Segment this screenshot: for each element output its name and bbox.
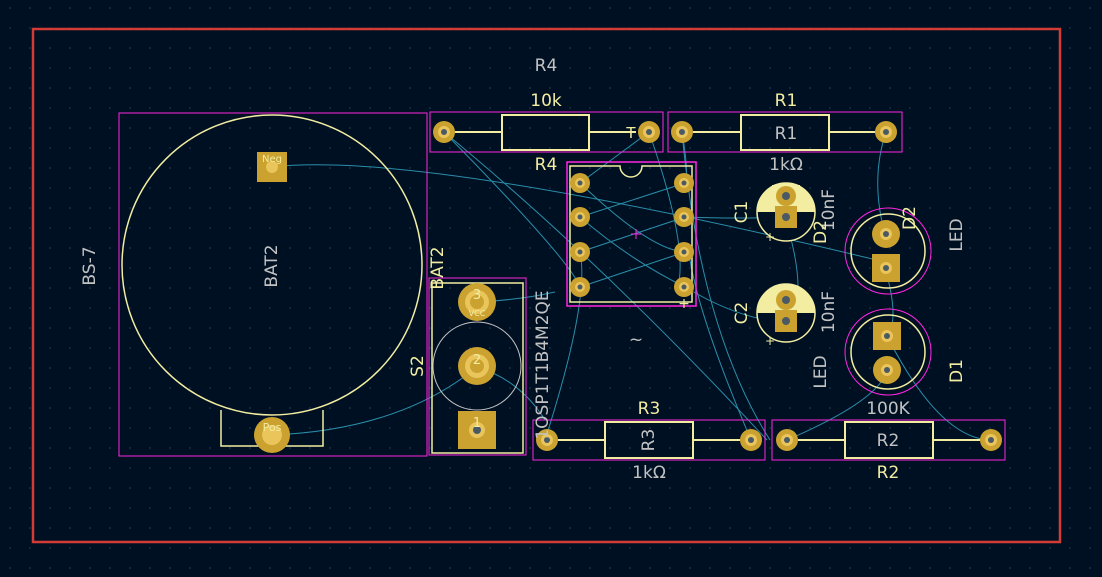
- bat2-ref: BAT2: [428, 246, 448, 289]
- r1-value: 1kΩ: [769, 155, 803, 175]
- s2-pad-3: 3 VCC: [458, 283, 496, 321]
- d1-pad-1: [873, 322, 901, 350]
- resistor-r2[interactable]: 100K R2 R2: [771, 399, 1006, 483]
- bat2-pad-neg: Neg: [257, 152, 287, 182]
- r2-pad-1: [776, 429, 798, 451]
- led-d2[interactable]: D2 D2 LED: [811, 206, 967, 295]
- s2-value: 1OSP1T1B4M2QE: [533, 290, 553, 439]
- r3-value: 1kΩ: [632, 463, 666, 483]
- r3-ref: R3: [638, 399, 661, 419]
- c2-pad-2: [776, 290, 796, 310]
- svg-text:+: +: [765, 230, 775, 244]
- svg-text:+: +: [765, 334, 775, 348]
- resistor-r4[interactable]: R4 10k R4 T: [429, 56, 664, 175]
- s2-pad-2: 2: [458, 347, 496, 385]
- r2-ref: R2: [877, 463, 900, 483]
- capacitor-c2[interactable]: + C2 10nF: [732, 283, 839, 348]
- s2-pin3-net: VCC: [469, 309, 486, 318]
- r2-value: 100K: [866, 399, 910, 419]
- r3-fab-ref: R3: [639, 429, 659, 452]
- crosshair-icon: [631, 229, 641, 239]
- s2-pin1-label: 1: [473, 416, 481, 431]
- d2-value: LED: [947, 218, 967, 251]
- u1-center-mark: ~: [629, 330, 643, 350]
- r4-pad-2: [638, 121, 660, 143]
- capacitor-c1[interactable]: + C1 10nF: [732, 182, 839, 244]
- bat2-neg-label: Neg: [262, 154, 282, 165]
- board-edge-cuts[interactable]: [31, 27, 1062, 544]
- r4-value: 10k: [530, 91, 562, 111]
- battery-bat2[interactable]: Neg Pos BAT2 BS-7 BAT2: [80, 112, 448, 457]
- u1-pins-left: [570, 173, 590, 297]
- s2-pad-1: 1: [458, 411, 496, 449]
- u1-pins-right: [674, 173, 694, 297]
- r2-fab-ref: R2: [877, 431, 900, 451]
- r2-pad-2: [980, 429, 1002, 451]
- switch-s2[interactable]: 3 VCC 2 1 S2 1OSP1T1B4M2QE: [408, 277, 553, 456]
- d1-pad-2: [873, 356, 901, 384]
- d1-value: LED: [811, 355, 831, 388]
- r3-pad-2: [740, 429, 762, 451]
- d2-ref-alt: D2: [900, 206, 920, 230]
- bat2-pad-pos: Pos: [254, 417, 290, 453]
- d2-ref: D2: [811, 220, 831, 244]
- r1-pad-1: [671, 121, 693, 143]
- r1-pad-2: [875, 121, 897, 143]
- d1-ref: D1: [947, 359, 967, 383]
- r3-pad-1: [536, 429, 558, 451]
- bat2-fab-ref: BAT2: [262, 244, 282, 287]
- c2-pad-1: [775, 310, 797, 332]
- d2-pad-1: [872, 220, 900, 248]
- c1-pad-1: [775, 206, 797, 228]
- s2-ref: S2: [408, 355, 428, 377]
- led-d1[interactable]: LED D1: [811, 308, 967, 396]
- s2-pin3-label: 3: [473, 288, 481, 303]
- s2-pin2-label: 2: [473, 353, 481, 368]
- c1-ref: C1: [732, 201, 752, 224]
- ic-u1-dip8[interactable]: + ~: [566, 161, 697, 350]
- u1-pin1-marker: +: [678, 296, 690, 312]
- c2-value: 10nF: [819, 291, 839, 333]
- r4-pad-1: [433, 121, 455, 143]
- r4-fab-ref: R4: [535, 56, 558, 76]
- r1-fab-ref: R1: [775, 124, 798, 144]
- c2-ref: C2: [732, 302, 752, 325]
- r4-marker: T: [625, 124, 636, 142]
- d2-pad-2: [872, 254, 900, 282]
- r4-ref: R4: [535, 155, 558, 175]
- bat2-value: BS-7: [80, 246, 100, 285]
- c1-pad-2: [776, 186, 796, 206]
- resistor-r3[interactable]: R3 R3 1kΩ: [532, 399, 766, 483]
- r1-ref: R1: [775, 91, 798, 111]
- c1-value: 10nF: [819, 189, 839, 231]
- bat2-pos-label: Pos: [263, 421, 282, 434]
- resistor-r1[interactable]: R1 R1 1kΩ: [667, 91, 903, 175]
